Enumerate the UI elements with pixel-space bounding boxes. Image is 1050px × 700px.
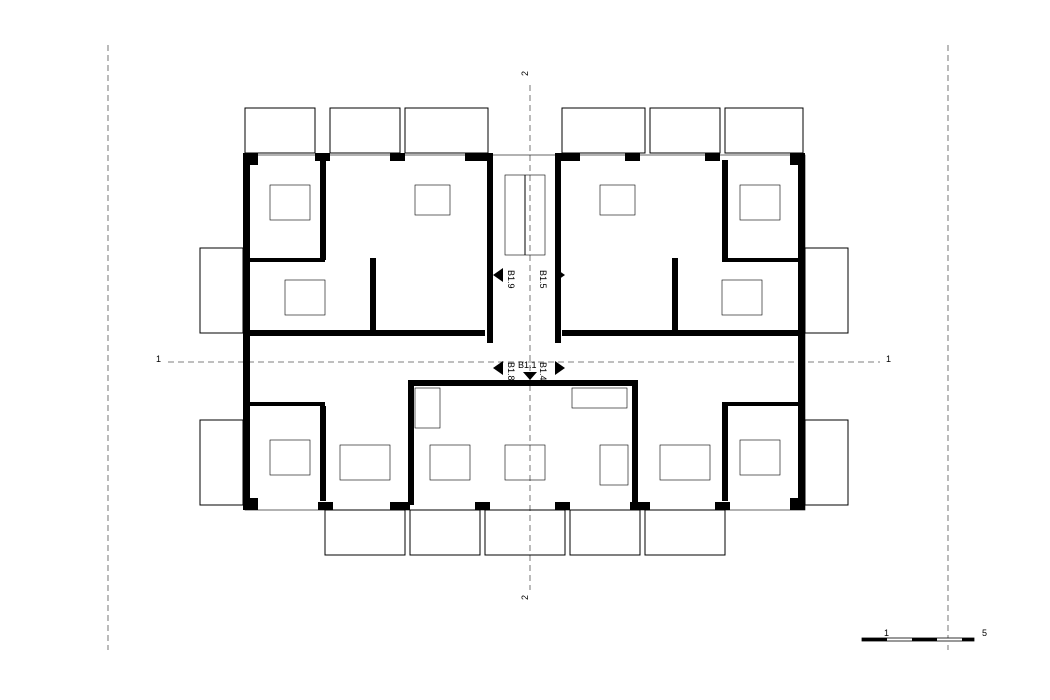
unit-label-b1-5: B1.5 (538, 270, 548, 289)
axis-label-2-top: 2 (520, 71, 530, 76)
scale-label-end: 5 (982, 628, 987, 638)
scale-bar: 1 5 (861, 628, 987, 642)
unit-label-b1-9: B1.9 (506, 270, 516, 289)
unit-labels: B1.9 B1.5 B1.8 B1.1 B1.4 (493, 268, 565, 381)
scale-label-start: 1 (884, 628, 889, 638)
unit-label-b1-8: B1.8 (506, 362, 516, 381)
unit-label-b1-1: B1.1 (518, 360, 537, 370)
axis-label-1-right: 1 (886, 354, 891, 364)
unit-label-b1-4: B1.4 (538, 362, 548, 381)
axis-label-1-left: 1 (156, 354, 161, 364)
walls (243, 153, 806, 511)
axis-label-2-bottom: 2 (520, 595, 530, 600)
